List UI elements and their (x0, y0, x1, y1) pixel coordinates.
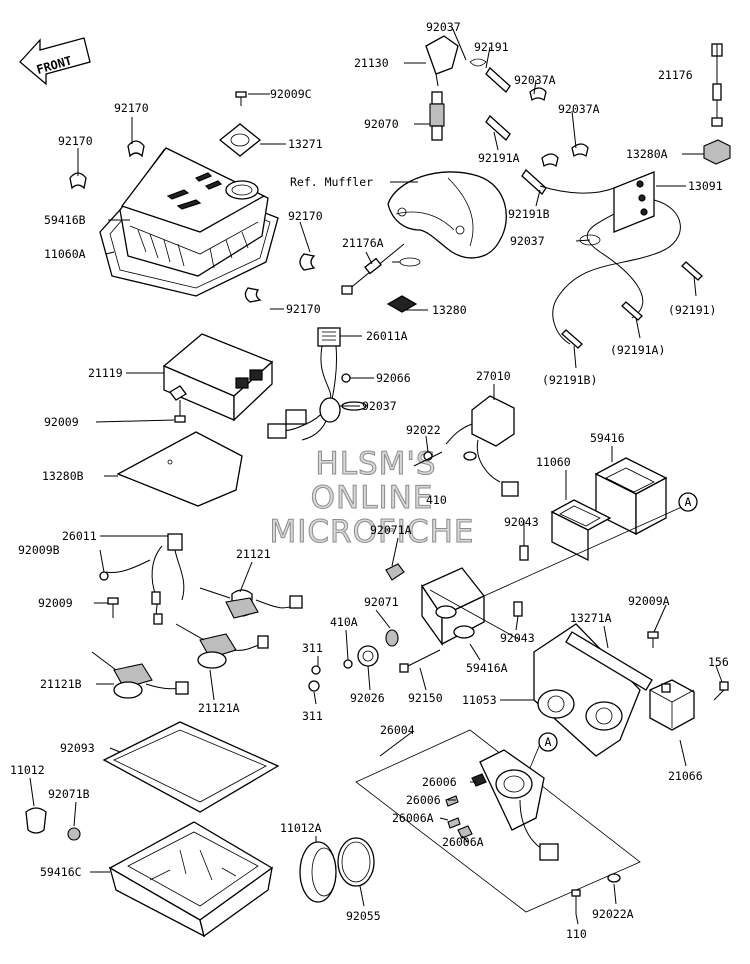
part-label: 92170 (288, 209, 323, 223)
part-label: 92150 (408, 691, 443, 705)
part-label: (92191) (668, 303, 716, 317)
part-label: 13280A (626, 147, 668, 161)
part-label: 11060A (44, 247, 86, 261)
sensor-assembly (413, 395, 519, 497)
part-label: 92071 (364, 595, 399, 609)
part-label: 11053 (462, 693, 497, 707)
part-label: 21176 (658, 68, 693, 82)
part-labels: 92037 92191 21130 21176 92037A 92009C 92… (10, 20, 729, 941)
part-label: 92009C (270, 87, 312, 101)
part-label: 92093 (60, 741, 95, 755)
part-label: (92191A) (610, 343, 665, 357)
part-label: 59416B (44, 213, 86, 227)
part-label: 92191B (508, 207, 550, 221)
part-label: 410A (330, 615, 358, 629)
part-label: 92071A (370, 523, 412, 537)
part-label: 11012A (280, 821, 322, 835)
part-label: 92009A (628, 594, 670, 608)
part-label: 156 (708, 655, 729, 669)
part-label: 11060 (536, 455, 571, 469)
part-label: 92043 (504, 515, 539, 529)
part-label: 21119 (88, 366, 123, 380)
part-label: 59416C (40, 865, 82, 879)
callout-a-lower-letter: A (545, 735, 552, 749)
part-label: 92066 (376, 371, 411, 385)
spark-plug-parts (425, 35, 731, 349)
part-label: 13091 (688, 179, 723, 193)
connector-block (308, 457, 685, 692)
part-label: 59416A (466, 661, 508, 675)
part-label: 26006A (442, 835, 484, 849)
part-label: 92009B (18, 543, 60, 557)
part-label: 13280 (432, 303, 467, 317)
part-label: 92191A (478, 151, 520, 165)
part-label: 21121B (40, 677, 82, 691)
main-harness (267, 327, 367, 441)
part-label: 11012 (10, 763, 45, 777)
part-label: 92043 (500, 631, 535, 645)
part-label: 26011 (62, 529, 97, 543)
part-label: 21130 (354, 56, 389, 70)
part-label: 311 (302, 709, 323, 723)
part-label: 92037A (558, 102, 600, 116)
part-label: 26006 (422, 775, 457, 789)
part-label: 26006 (406, 793, 441, 807)
part-label: 92009 (38, 596, 73, 610)
part-label: 92055 (346, 909, 381, 923)
part-label: 410 (426, 493, 447, 507)
part-label: 92009 (44, 415, 79, 429)
watermark: HLSM'S ONLINE MICROFICHE (269, 446, 475, 551)
part-label: 92022A (592, 907, 634, 921)
part-label: 26006A (392, 811, 434, 825)
part-label: (92191B) (542, 373, 597, 387)
part-label: 92170 (286, 302, 321, 316)
part-label: 92070 (364, 117, 399, 131)
part-label: 92071B (48, 787, 90, 801)
watermark-line-1: HLSM'S (315, 446, 436, 482)
part-label: 92037 (510, 234, 545, 248)
part-label: 311 (302, 641, 323, 655)
part-label: 21176A (342, 236, 384, 250)
part-label: 13271A (570, 611, 612, 625)
part-label: 92037A (514, 73, 556, 87)
part-label: 92037 (426, 20, 461, 34)
watermark-line-3: MICROFICHE (270, 514, 475, 550)
part-label: 13280B (42, 469, 84, 483)
part-label: 21066 (668, 769, 703, 783)
part-label: 27010 (476, 369, 511, 383)
ignition-coils (91, 533, 303, 699)
part-label: 92170 (114, 101, 149, 115)
callout-a-lower: A (538, 732, 558, 752)
part-label: 21121A (198, 701, 240, 715)
cable-holder-group (355, 729, 641, 914)
part-label: 92191 (474, 40, 509, 54)
part-label: 26011A (366, 329, 408, 343)
part-label: 13271 (288, 137, 323, 151)
electric-case (25, 721, 375, 938)
mounting-plate (533, 623, 729, 757)
part-label: 92037 (362, 399, 397, 413)
callout-a-right-letter: A (685, 495, 692, 509)
watermark-line-2: ONLINE (311, 480, 434, 516)
callout-a-right: A (678, 492, 698, 512)
reference-muffler-label: Ref. Muffler (290, 175, 373, 189)
part-label: 92170 (58, 134, 93, 148)
part-label: 92026 (350, 691, 385, 705)
part-label: 92022 (406, 423, 441, 437)
ecu-cover (69, 91, 316, 303)
muffler-reference (341, 171, 507, 313)
part-label: 59416 (590, 431, 625, 445)
front-arrow-icon: FRONT (19, 37, 91, 86)
part-label: 21121 (236, 547, 271, 561)
part-label: 110 (566, 927, 587, 941)
part-label: 26004 (380, 723, 415, 737)
ecu-unit (116, 333, 274, 507)
leader-lines (29, 26, 723, 925)
